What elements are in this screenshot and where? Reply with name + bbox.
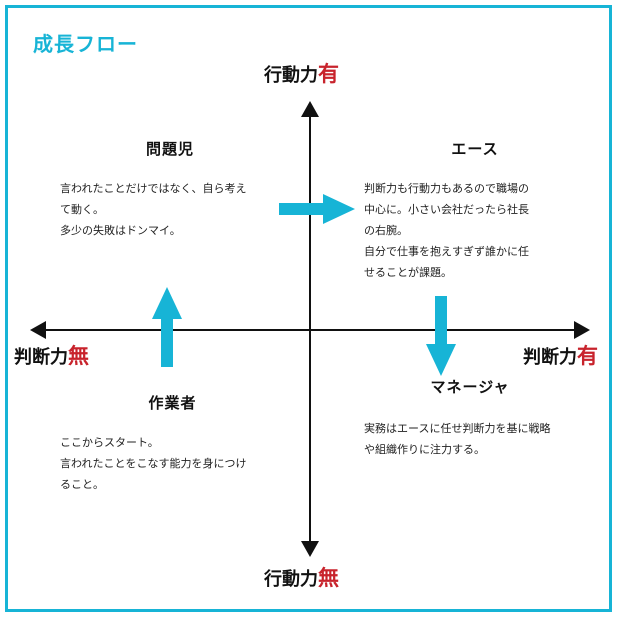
axis-label-right: 判断力有 — [523, 340, 598, 370]
axis-label-bottom-emphasis: 無 — [318, 567, 339, 590]
axis-arrow-down-icon — [301, 541, 319, 557]
flow-arrow-up-icon — [152, 287, 182, 367]
horizontal-axis-line — [42, 329, 578, 331]
page-title: 成長フロー — [33, 34, 138, 56]
axis-arrow-right-icon — [574, 321, 590, 339]
quadrant-worker-body: ここからスタート。 言われたことをこなす能力を身につけ ること。 — [60, 437, 247, 491]
axis-label-bottom: 行動力無 — [264, 562, 339, 592]
axis-label-left-base: 判断力 — [14, 347, 68, 367]
quadrant-manager-body: 実務はエースに任せ判断力を基に戦略 や組織作りに注力する。 — [364, 423, 551, 456]
quadrant-worker: 作業者 ここからスタート。 言われたことをこなす能力を身につけ ること。 — [50, 392, 285, 496]
quadrant-ace-body: 判断力も行動力もあるので職場の 中心に。小さい会社だったら社長 の右腕。 自分で… — [364, 183, 529, 279]
quadrant-manager-title: マネージャ — [430, 379, 510, 396]
axis-label-top-base: 行動力 — [264, 65, 318, 85]
axis-label-bottom-base: 行動力 — [264, 569, 318, 589]
axis-label-top-emphasis: 有 — [318, 63, 339, 86]
axis-label-right-emphasis: 有 — [577, 345, 598, 368]
diagram-frame — [5, 5, 612, 612]
flow-arrow-right-icon — [279, 194, 355, 224]
quadrant-problem-child-title: 問題児 — [145, 141, 194, 158]
quadrant-problem-child: 問題児 言われたことだけではなく、自ら考え て動く。 多少の失敗はドンマイ。 — [50, 138, 280, 242]
quadrant-ace-title: エース — [451, 141, 499, 158]
quadrant-ace: エース 判断力も行動力もあるので職場の 中心に。小さい会社だったら社長 の右腕。… — [360, 138, 585, 284]
axis-label-right-base: 判断力 — [523, 347, 577, 367]
axis-arrow-up-icon — [301, 101, 319, 117]
axis-label-top: 行動力有 — [264, 58, 339, 88]
quadrant-problem-child-body: 言われたことだけではなく、自ら考え て動く。 多少の失敗はドンマイ。 — [60, 183, 247, 237]
axis-arrow-left-icon — [30, 321, 46, 339]
axis-label-left: 判断力無 — [14, 340, 89, 370]
quadrant-worker-title: 作業者 — [148, 395, 197, 412]
flow-arrow-down-icon — [426, 296, 456, 376]
quadrant-manager: マネージャ 実務はエースに任せ判断力を基に戦略 や組織作りに注力する。 — [360, 376, 585, 461]
axis-label-left-emphasis: 無 — [68, 345, 89, 368]
